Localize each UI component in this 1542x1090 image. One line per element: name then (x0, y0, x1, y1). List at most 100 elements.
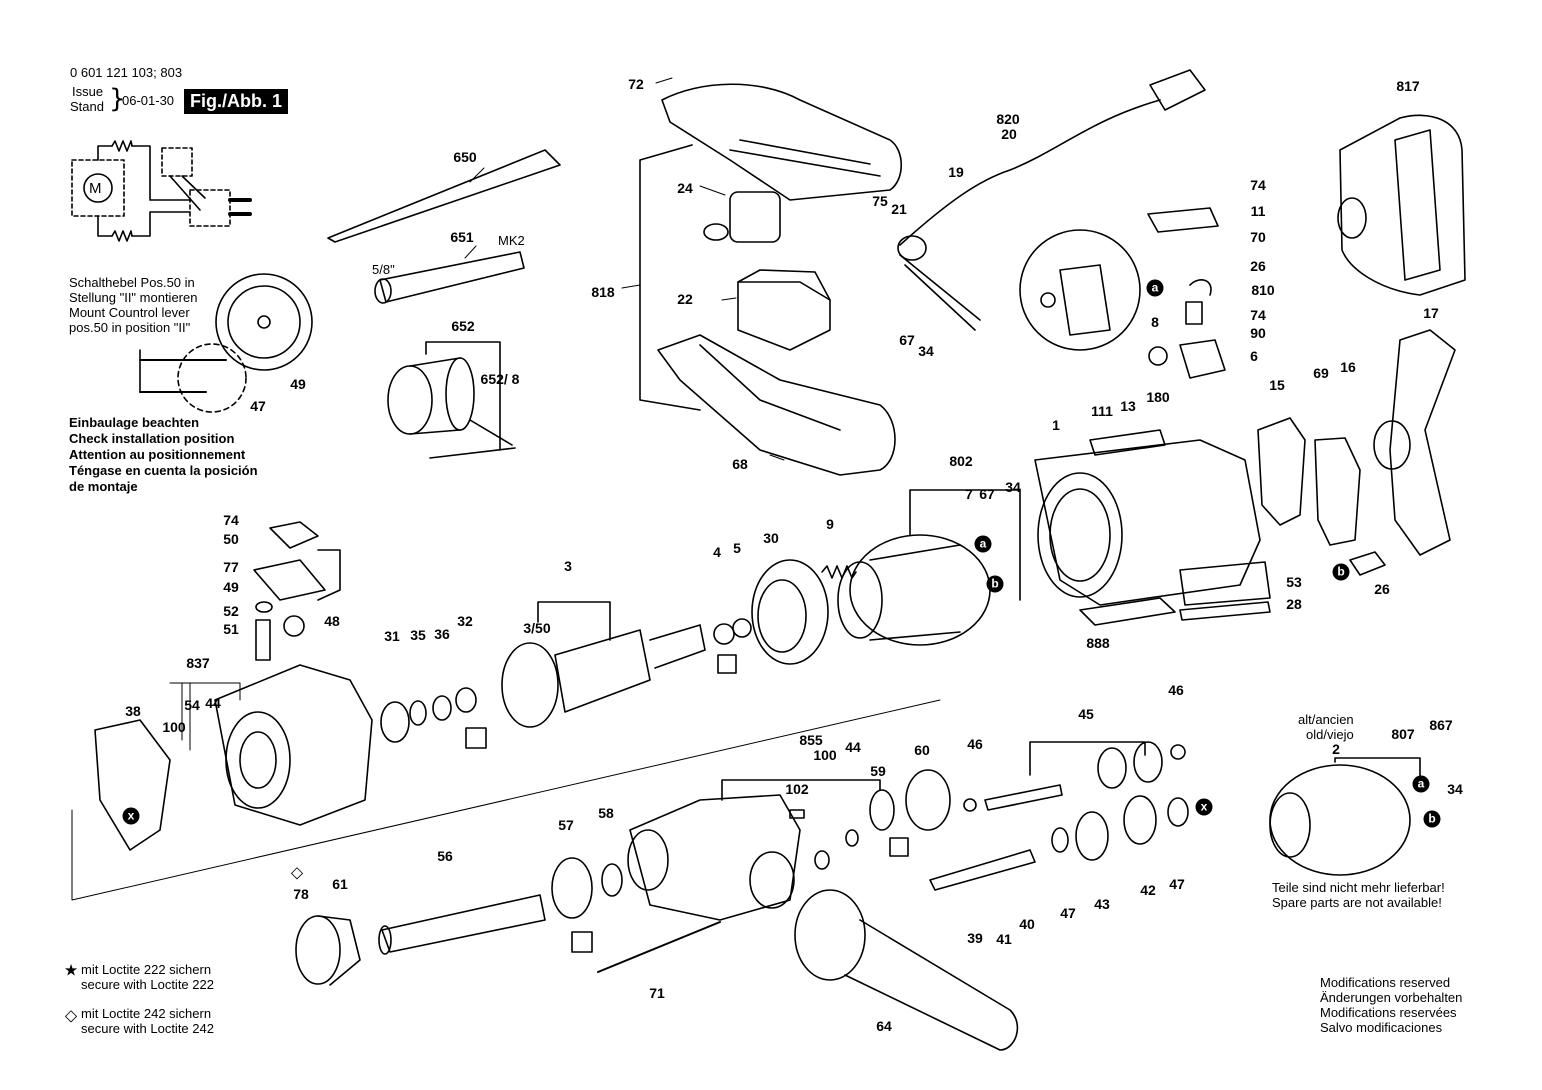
marker-x: x (122, 807, 140, 825)
part-label-42: 42 (1140, 882, 1156, 898)
part-label-651: 651 (450, 229, 474, 245)
bearing-57 (551, 857, 593, 919)
brush-holder-detail (1019, 229, 1141, 351)
part-label-47b: 47 (1060, 905, 1076, 921)
installation-note-2: Check installation position (69, 431, 235, 446)
size-label: 5/8" (372, 262, 395, 277)
part-label-74: 74 (1250, 177, 1266, 193)
part-label-820: 820 (996, 111, 1020, 127)
installation-note-4: Téngase en cuenta la posición (69, 463, 258, 478)
part-label-100: 100 (162, 719, 186, 735)
part-label-59: 59 (870, 763, 886, 779)
part-label-26b: 26 (1374, 581, 1390, 597)
part-label-69: 69 (1313, 365, 1329, 381)
control-lever-note-1: Schalthebel Pos.50 in (69, 275, 195, 290)
part-label-39: 39 (967, 930, 983, 946)
old-field-coil (1269, 764, 1411, 876)
wiring-schematic (71, 140, 252, 242)
marker-b: b (986, 575, 1004, 593)
part-label-7: 7 (965, 486, 973, 502)
part-label-45: 45 (1078, 706, 1094, 722)
modifications-note-2: Änderungen vorbehalten (1320, 990, 1463, 1005)
part-label-41: 41 (996, 931, 1012, 947)
part-label-6: 6 (1250, 348, 1258, 364)
part-label-3: 3 (564, 558, 572, 574)
not-available-note-1: Teile sind nicht mehr lieferbar! (1272, 880, 1445, 895)
part-label-111: 111 (1091, 403, 1113, 419)
part-label-8: 8 (1151, 314, 1159, 330)
part-label-3-50: 3/50 (523, 620, 551, 636)
star-icon: ★ (63, 960, 79, 980)
part-label-21: 21 (891, 201, 907, 217)
bracket-807 (1334, 757, 1421, 791)
part-label-61: 61 (332, 876, 348, 892)
part-label-28: 28 (1286, 596, 1302, 612)
bracket-3 (537, 601, 611, 641)
part-label-180: 180 (1146, 389, 1170, 405)
part-label-34b: 34 (1005, 479, 1021, 495)
part-label-102: 102 (785, 781, 809, 797)
armature-3 (501, 618, 752, 728)
power-cable (897, 69, 1206, 331)
part-label-34c: 34 (1447, 781, 1463, 797)
part-label-38: 38 (125, 703, 141, 719)
part-label-35: 35 (410, 627, 426, 643)
part-label-855: 855 (799, 732, 823, 748)
side-cover-817 (1337, 114, 1466, 296)
part-label-46b: 46 (1168, 682, 1184, 698)
part-label-9: 9 (826, 516, 834, 532)
part-label-56: 56 (437, 848, 453, 864)
capacitor-24 (703, 191, 781, 243)
loctite-222-note-2: secure with Loctite 222 (81, 977, 214, 992)
installation-note-1: Einbaulage beachten (69, 415, 200, 430)
drill-chuck-652 (387, 357, 516, 459)
old-new-label-2: old/viejo (1306, 727, 1354, 742)
plate-38 (94, 719, 171, 851)
part-label-26: 26 (1250, 258, 1266, 274)
part-label-44: 44 (205, 695, 221, 711)
part-label-19: 19 (948, 164, 964, 180)
part-label-67b: 67 (979, 486, 995, 502)
part-label-47c: 47 (1169, 876, 1185, 892)
bracket-45 (1029, 741, 1146, 776)
cover-15 (1257, 417, 1306, 526)
wedge-650 (327, 149, 561, 243)
part-label-888: 888 (1086, 635, 1110, 651)
part-label-817: 817 (1396, 78, 1420, 94)
part-label-807: 807 (1391, 726, 1415, 742)
installation-note-3: Attention au positionnement (69, 447, 246, 462)
part-label-48: 48 (324, 613, 340, 629)
part-label-15: 15 (1269, 377, 1285, 393)
diamond-icon: ◇ (64, 1005, 78, 1025)
part-label-44b: 44 (845, 739, 861, 755)
part-label-11: 11 (1250, 203, 1266, 219)
small-parts-855 (789, 789, 909, 870)
part-label-71: 71 (649, 985, 665, 1001)
part-label-36: 36 (434, 626, 450, 642)
not-available-note-2: Spare parts are not available! (1272, 895, 1442, 910)
field-coil-802 (837, 534, 991, 646)
part-label-58: 58 (598, 805, 614, 821)
bracket-802 (909, 489, 1021, 601)
selector-parts (253, 521, 341, 661)
gear-60 (905, 769, 951, 831)
part-label-49b: 49 (223, 579, 239, 595)
cover-16 (1314, 437, 1361, 546)
part-label-51: 51 (223, 621, 239, 637)
bracket-652 (425, 341, 501, 451)
brace: } (109, 84, 126, 114)
part-label-60: 60 (914, 742, 930, 758)
part-label-20: 20 (1001, 126, 1017, 142)
collar-61 (295, 915, 361, 986)
part-label-67: 67 (899, 332, 915, 348)
part-label-30: 30 (763, 530, 779, 546)
part-label-16: 16 (1340, 359, 1356, 375)
part-label-2: 2 (1332, 741, 1340, 757)
leader-lines (71, 77, 941, 901)
part-label-52: 52 (223, 603, 239, 619)
loctite-222-note-1: mit Loctite 222 sichern (81, 962, 212, 977)
part-label-810: 810 (1251, 282, 1275, 298)
modifications-note-4: Salvo modificaciones (1320, 1020, 1443, 1035)
figure-label: Fig./Abb. 1 (184, 89, 288, 114)
part-label-802: 802 (949, 453, 973, 469)
